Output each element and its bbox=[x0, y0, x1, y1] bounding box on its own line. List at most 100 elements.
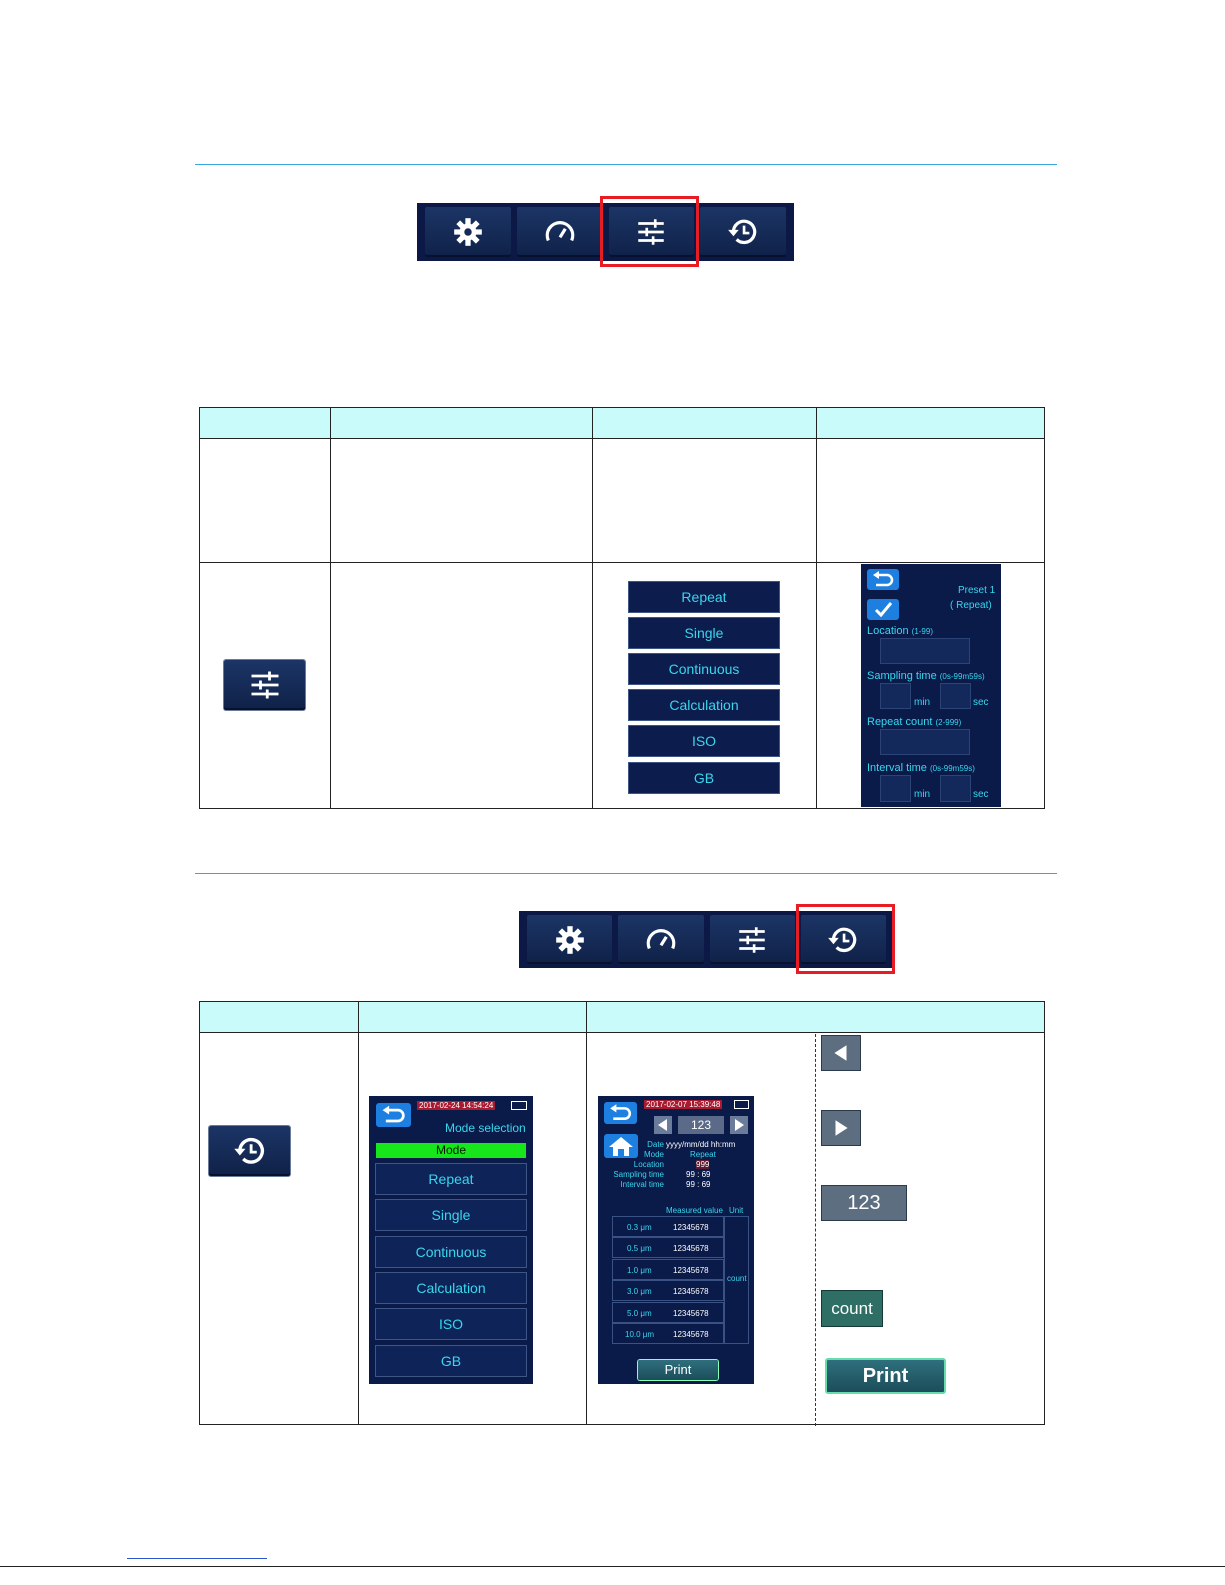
measure-button[interactable] bbox=[618, 915, 704, 964]
sliders-icon bbox=[638, 219, 665, 245]
back-button[interactable] bbox=[604, 1102, 637, 1124]
history-icon bbox=[828, 927, 857, 952]
mode-repeat-button[interactable]: Repeat bbox=[376, 1164, 526, 1194]
repeat-input[interactable] bbox=[880, 729, 970, 755]
preset-button[interactable] bbox=[709, 915, 795, 964]
interval-min-unit: min bbox=[914, 789, 931, 800]
history-button[interactable] bbox=[800, 915, 886, 964]
footer-link-underline bbox=[127, 1558, 267, 1559]
interval-min-input[interactable] bbox=[880, 775, 911, 802]
back-button[interactable] bbox=[867, 569, 899, 590]
mode-single-button[interactable]: Single bbox=[629, 618, 779, 648]
triangle-right-icon bbox=[835, 1120, 848, 1136]
mode-gb-button[interactable]: GB bbox=[629, 763, 779, 793]
th-2 bbox=[357, 1001, 588, 1033]
mode-calculation-button[interactable]: Calculation bbox=[376, 1273, 526, 1303]
info-value: 99 : 69 bbox=[686, 1170, 711, 1179]
gear-icon bbox=[555, 925, 584, 954]
mode-button-list: Repeat Single Continuous Calculation ISO… bbox=[629, 582, 779, 796]
info-value: 99 : 69 bbox=[686, 1180, 711, 1189]
preset-screen: Preset 1 ( Repeat) Location (1-99) Sampl… bbox=[861, 564, 1001, 807]
history-icon bbox=[233, 1137, 264, 1164]
home-button[interactable] bbox=[604, 1134, 638, 1158]
location-label: Location (1-99) bbox=[867, 625, 933, 637]
footer-rule bbox=[0, 1566, 1225, 1567]
settings-button[interactable] bbox=[425, 207, 511, 257]
cell bbox=[199, 438, 331, 563]
info-label: Location bbox=[633, 1160, 664, 1169]
print-button[interactable]: Print bbox=[638, 1360, 718, 1380]
th-1 bbox=[199, 1001, 359, 1033]
section-rule-2 bbox=[195, 873, 1057, 874]
speedometer-icon bbox=[646, 928, 676, 949]
print-button-sample: Print bbox=[825, 1358, 946, 1394]
history-icon-button bbox=[209, 1126, 290, 1176]
mode-iso-button[interactable]: ISO bbox=[629, 726, 779, 756]
sampling-sec-unit: sec bbox=[973, 697, 989, 708]
record-info: Date Mode Location Sampling time Interva… bbox=[613, 1140, 750, 1192]
confirm-button[interactable] bbox=[867, 599, 899, 620]
battery-icon bbox=[511, 1101, 527, 1110]
back-arrow-icon bbox=[382, 1105, 405, 1123]
cell bbox=[329, 562, 594, 809]
measure-button[interactable] bbox=[516, 207, 603, 257]
next-record-button[interactable] bbox=[730, 1116, 748, 1134]
triangle-left-icon bbox=[834, 1045, 847, 1061]
back-button[interactable] bbox=[376, 1103, 411, 1127]
interval-sec-input[interactable] bbox=[940, 775, 971, 802]
th-1 bbox=[199, 407, 331, 439]
mode-gb-button[interactable]: GB bbox=[376, 1346, 526, 1376]
unit-value: count bbox=[727, 1274, 747, 1283]
sliders-icon bbox=[739, 926, 765, 953]
th-3 bbox=[586, 1001, 1045, 1033]
triangle-left-icon bbox=[658, 1119, 667, 1131]
location-input[interactable] bbox=[880, 638, 970, 664]
info-label: Date bbox=[647, 1140, 664, 1149]
mode-header: Mode bbox=[376, 1143, 526, 1158]
mode-repeat-button[interactable]: Repeat bbox=[629, 582, 779, 612]
check-icon bbox=[874, 602, 893, 618]
record-number[interactable]: 123 bbox=[678, 1116, 724, 1134]
history-icon bbox=[728, 219, 757, 245]
highlight-preset bbox=[600, 196, 699, 267]
sampling-sec-input[interactable] bbox=[940, 683, 971, 709]
mode-iso-button[interactable]: ISO bbox=[376, 1309, 526, 1339]
unit-header: Unit bbox=[729, 1206, 744, 1215]
toolbar-top bbox=[417, 203, 794, 261]
info-label: Interval time bbox=[620, 1180, 664, 1189]
sampling-min-input[interactable] bbox=[880, 683, 911, 709]
info-value: 999 bbox=[696, 1160, 710, 1169]
number-field-sample: 123 bbox=[821, 1185, 907, 1221]
preset-subtitle: ( Repeat) bbox=[950, 600, 992, 611]
back-arrow-icon bbox=[610, 1104, 631, 1120]
interval-sec-unit: sec bbox=[973, 789, 989, 800]
speedometer-icon bbox=[545, 221, 574, 242]
mode-list: Repeat Single Continuous Calculation ISO… bbox=[376, 1164, 526, 1378]
mode-continuous-button[interactable]: Continuous bbox=[376, 1237, 526, 1267]
next-button-sample bbox=[821, 1110, 861, 1146]
info-value: yyyy/mm/dd hh:mm bbox=[666, 1140, 736, 1149]
mode-datetime: 2017-02-24 14:54:24 bbox=[417, 1101, 496, 1110]
cell bbox=[329, 438, 594, 563]
cell bbox=[592, 438, 817, 563]
interval-label: Interval time (0s-99m59s) bbox=[867, 762, 975, 774]
settings-button[interactable] bbox=[527, 915, 613, 964]
sliders-icon bbox=[251, 671, 278, 699]
mode-single-button[interactable]: Single bbox=[376, 1200, 526, 1230]
mode-continuous-button[interactable]: Continuous bbox=[629, 654, 779, 684]
mode-calculation-button[interactable]: Calculation bbox=[629, 690, 779, 720]
repeat-label: Repeat count (2-999) bbox=[867, 716, 962, 728]
back-arrow-icon bbox=[873, 571, 894, 587]
history-button[interactable] bbox=[700, 207, 786, 257]
preset-button[interactable] bbox=[608, 207, 695, 257]
unit-column bbox=[724, 1216, 749, 1344]
prev-record-button[interactable] bbox=[654, 1116, 672, 1134]
th-3 bbox=[592, 407, 817, 439]
count-unit-sample: count bbox=[821, 1290, 883, 1327]
